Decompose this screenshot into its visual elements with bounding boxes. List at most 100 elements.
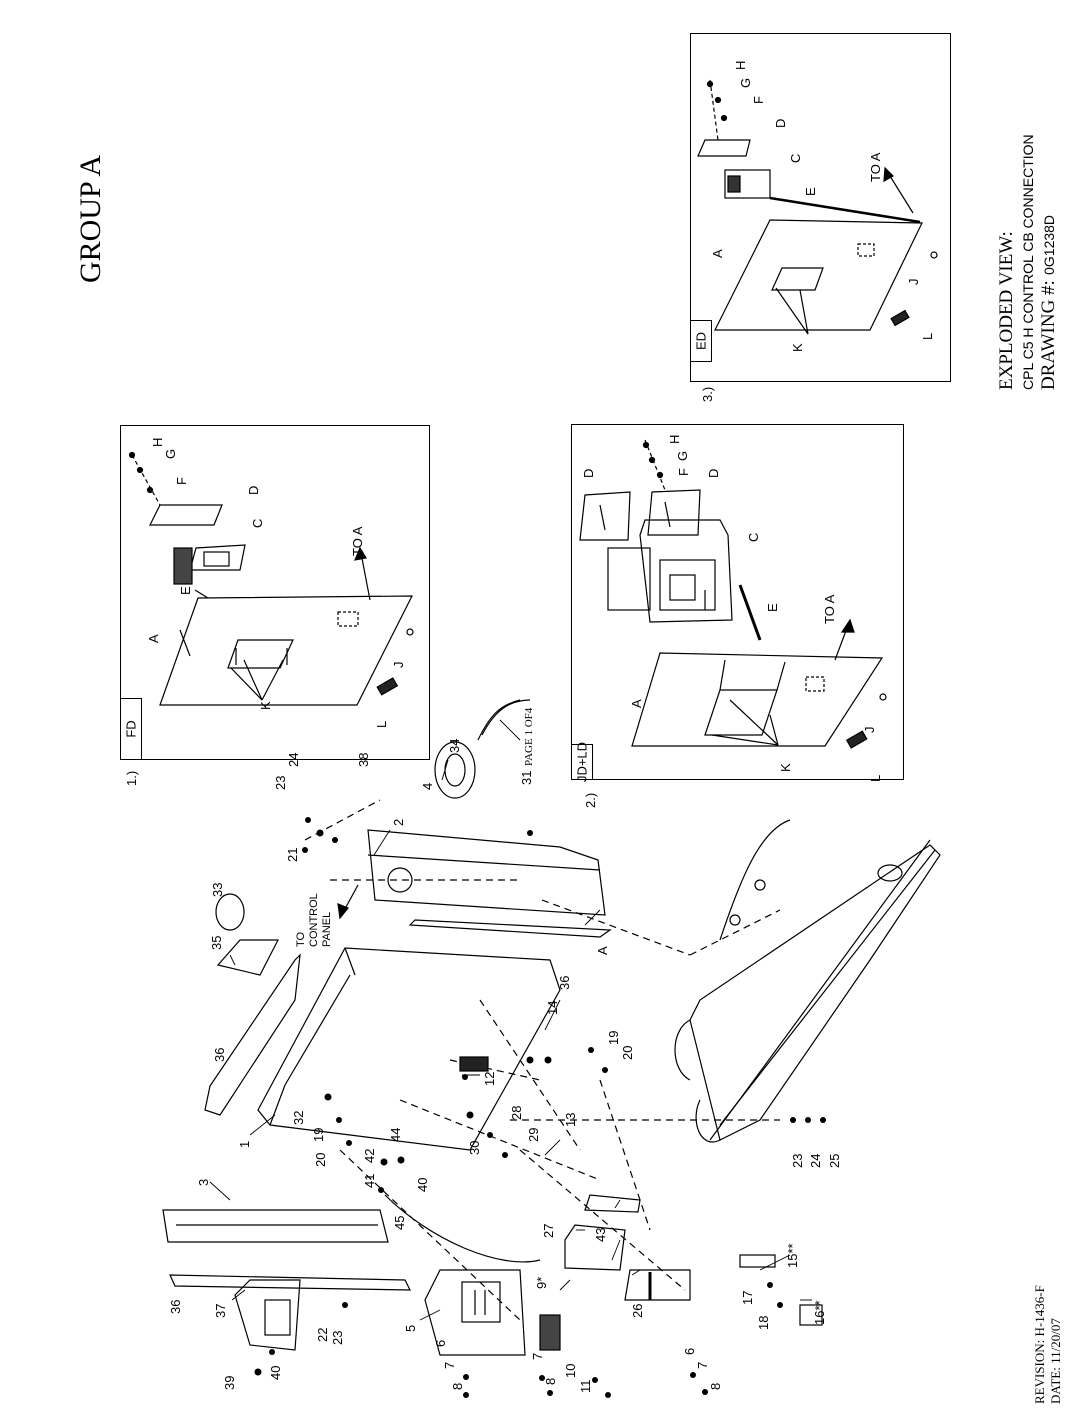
part-25: 25 bbox=[827, 1153, 842, 1168]
part-36c: 36 bbox=[557, 975, 572, 990]
part-21: 21 bbox=[285, 847, 300, 862]
part-44: 44 bbox=[388, 1127, 403, 1142]
inset-fd-drawing bbox=[128, 451, 414, 706]
part-34: 34 bbox=[447, 738, 462, 753]
part-7b: 7 bbox=[695, 1361, 710, 1369]
inset2-label-d2: D bbox=[706, 468, 721, 478]
part-23a: 23 bbox=[330, 1330, 345, 1345]
part-45: 45 bbox=[392, 1215, 407, 1230]
inset-frame-jdld bbox=[571, 424, 904, 780]
part-6b: 6 bbox=[682, 1347, 697, 1355]
inset3-label-h: H bbox=[733, 60, 748, 70]
part-33: 33 bbox=[210, 882, 225, 897]
part-15: 15** bbox=[785, 1243, 800, 1268]
part-39: 39 bbox=[222, 1375, 237, 1390]
inset1-label-c: C bbox=[250, 518, 265, 528]
part-20b: 20 bbox=[620, 1045, 635, 1060]
part-40b: 40 bbox=[415, 1177, 430, 1192]
inset1-label-j: J bbox=[391, 661, 406, 669]
part-10: 10 bbox=[563, 1363, 578, 1378]
inset2-label-k: K bbox=[778, 763, 793, 772]
inset2-label-c: C bbox=[746, 532, 761, 542]
part-9: 9* bbox=[534, 1276, 549, 1289]
part-7a: 7 bbox=[442, 1361, 457, 1369]
part-7c: 7 bbox=[530, 1352, 545, 1360]
part-19b: 19 bbox=[606, 1030, 621, 1045]
part-16: 16** bbox=[812, 1300, 827, 1325]
inset2-label-h: H bbox=[667, 434, 682, 444]
inset3-label-a: A bbox=[710, 249, 725, 258]
inset3-label-c: C bbox=[788, 153, 803, 163]
part-23c: 23 bbox=[790, 1153, 805, 1168]
label-to-control-panel-2: CONTROL bbox=[308, 893, 320, 947]
inset1-label-h: H bbox=[150, 437, 165, 447]
inset-frame-ed bbox=[690, 33, 951, 382]
inset2-label-f: F bbox=[676, 468, 691, 476]
part-6a: 6 bbox=[433, 1339, 448, 1347]
inset2-to-a: TO A bbox=[822, 594, 837, 624]
inset2-label-a: A bbox=[629, 699, 644, 708]
inset1-label-k: K bbox=[258, 701, 273, 710]
inset3-label-k: K bbox=[790, 343, 805, 352]
inset3-label-l: L bbox=[920, 332, 935, 340]
inset1-label-l: L bbox=[374, 720, 389, 728]
part-35: 35 bbox=[209, 935, 224, 950]
inset1-label-e: E bbox=[178, 586, 193, 595]
inset3-label-j: J bbox=[906, 278, 921, 286]
part-22: 22 bbox=[315, 1327, 330, 1342]
part-11: 11 bbox=[578, 1379, 593, 1394]
part-12: 12 bbox=[482, 1071, 497, 1086]
inset3-label-f: F bbox=[751, 96, 766, 104]
part-43: 43 bbox=[593, 1227, 608, 1242]
part-8c: 8 bbox=[543, 1377, 558, 1385]
part-42: 42 bbox=[362, 1148, 377, 1163]
part-8b: 8 bbox=[708, 1382, 723, 1390]
part-8a: 8 bbox=[450, 1382, 465, 1390]
inset3-label-d: D bbox=[773, 118, 788, 128]
inset1-label-g: G bbox=[163, 448, 178, 459]
inset-tag-ed: ED bbox=[690, 320, 712, 362]
inset2-label-j: J bbox=[862, 726, 877, 734]
part-2: 2 bbox=[391, 818, 406, 826]
part-36b: 36 bbox=[168, 1299, 183, 1314]
label-to-control-panel-3: PANEL bbox=[321, 911, 333, 947]
part-27: 27 bbox=[541, 1223, 556, 1238]
part-32: 32 bbox=[291, 1110, 306, 1125]
inset-frame-fd bbox=[120, 425, 430, 760]
part-13: 13 bbox=[563, 1112, 578, 1127]
part-19a: 19 bbox=[311, 1127, 326, 1142]
inset-tag-fd: FD bbox=[120, 698, 142, 760]
part-1: 1 bbox=[237, 1140, 252, 1148]
part-24a: 24 bbox=[286, 752, 301, 767]
inset1-label-f: F bbox=[174, 477, 189, 485]
part-41: 41 bbox=[362, 1173, 377, 1188]
part-40a: 40 bbox=[268, 1365, 283, 1380]
part-36a: 36 bbox=[212, 1047, 227, 1062]
inset-jdld-drawing bbox=[579, 439, 887, 749]
inset2-label-e: E bbox=[765, 603, 780, 612]
inset2-label-g: G bbox=[675, 450, 690, 461]
part-20a: 20 bbox=[313, 1152, 328, 1167]
part-5: 5 bbox=[403, 1324, 418, 1332]
inset3-to-a: TO A bbox=[868, 152, 883, 182]
inset1-to-a: TO A bbox=[350, 526, 365, 556]
part-17: 17 bbox=[740, 1290, 755, 1305]
part-37: 37 bbox=[213, 1303, 228, 1318]
part-3: 3 bbox=[196, 1178, 211, 1186]
label-to-control-panel-1: TO bbox=[295, 931, 307, 947]
inset-ed-drawing bbox=[697, 79, 938, 335]
inset2-label-l: L bbox=[868, 774, 883, 782]
part-18: 18 bbox=[756, 1315, 771, 1330]
part-28: 28 bbox=[509, 1105, 524, 1120]
inset3-label-g: G bbox=[738, 77, 753, 88]
label-a-main: A bbox=[595, 946, 610, 955]
part-14: 14 bbox=[545, 1000, 560, 1015]
inset1-label-d: D bbox=[246, 485, 261, 495]
inset1-label-a: A bbox=[146, 634, 161, 643]
main-exploded-drawing bbox=[162, 699, 941, 1398]
part-29: 29 bbox=[526, 1127, 541, 1142]
inset-tag-jdld: JD+LD bbox=[571, 742, 593, 782]
part-23b: 23 bbox=[273, 775, 288, 790]
